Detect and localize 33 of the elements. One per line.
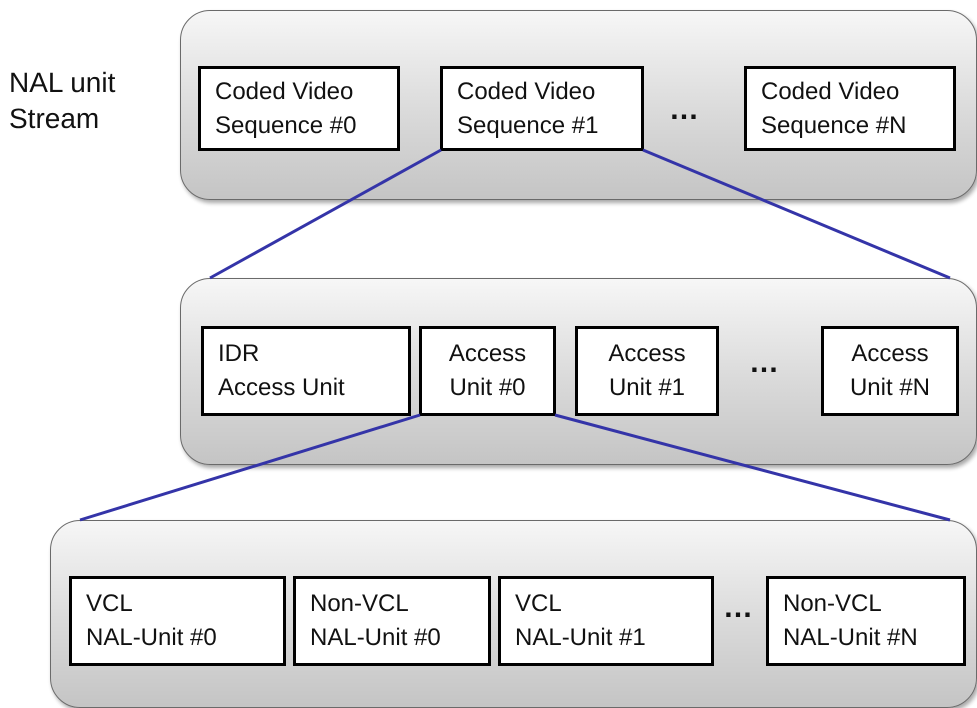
unit-box: [69, 576, 286, 666]
unit-label: Coded Video Sequence #1: [457, 76, 600, 140]
unit-box: [198, 66, 400, 151]
ellipsis: …: [723, 591, 753, 625]
unit-label: IDR: [218, 339, 260, 369]
connector-line: [642, 148, 951, 280]
unit-box: [575, 326, 719, 416]
unit-box: [744, 66, 956, 151]
ellipsis: …: [749, 346, 779, 380]
unit-label: Non-VCL NAL-Unit #N: [783, 589, 919, 653]
unit-box: [201, 326, 411, 416]
connector-line: [209, 148, 442, 280]
ellipsis: …: [669, 93, 699, 127]
unit-label: Access Unit #1: [607, 339, 687, 403]
unit-label: Non-VCL NAL-Unit #0: [310, 589, 442, 653]
layer-band: [180, 278, 977, 465]
unit-box: [419, 326, 556, 416]
unit-label: VCL NAL-Unit #1: [515, 589, 647, 653]
unit-label: Coded Video Sequence #N: [761, 76, 908, 140]
connector-line: [80, 414, 420, 522]
unit-label: Access Unit: [218, 373, 345, 403]
layer-band: [50, 520, 977, 708]
unit-box: [498, 576, 714, 666]
unit-label: Access Unit #0: [448, 339, 528, 403]
unit-box: [766, 576, 966, 666]
unit-box: [293, 576, 491, 666]
unit-label: Access Unit #N: [848, 339, 932, 403]
unit-label: Coded Video Sequence #0: [215, 76, 358, 140]
connector-line: [554, 414, 950, 522]
unit-label: VCL NAL-Unit #0: [86, 589, 218, 653]
unit-box: [440, 66, 644, 151]
unit-box: [821, 326, 959, 416]
layer-heading: NAL unit Stream: [9, 66, 116, 136]
